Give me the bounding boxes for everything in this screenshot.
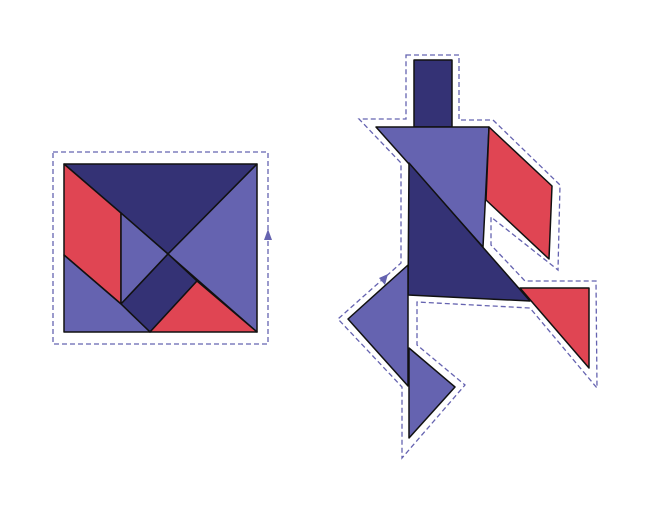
medium-triangle — [149, 280, 258, 333]
leg-triangle-upper — [347, 264, 409, 387]
square-dashed-outline — [52, 151, 269, 345]
leg-triangle-lower — [408, 347, 456, 439]
arm-parallelogram — [485, 126, 553, 260]
large-triangle-right — [167, 163, 258, 333]
head-square — [413, 59, 453, 128]
square-direction-arrow-icon — [264, 229, 272, 240]
figure-dashed-outline — [337, 54, 598, 460]
body-triangle — [407, 162, 531, 302]
tangram-square — [52, 151, 272, 345]
small-triangle-bottom-left — [63, 254, 151, 333]
figure-direction-arrow-icon — [379, 274, 388, 285]
tangram-running-figure — [337, 54, 598, 460]
foot-triangle — [519, 287, 590, 369]
